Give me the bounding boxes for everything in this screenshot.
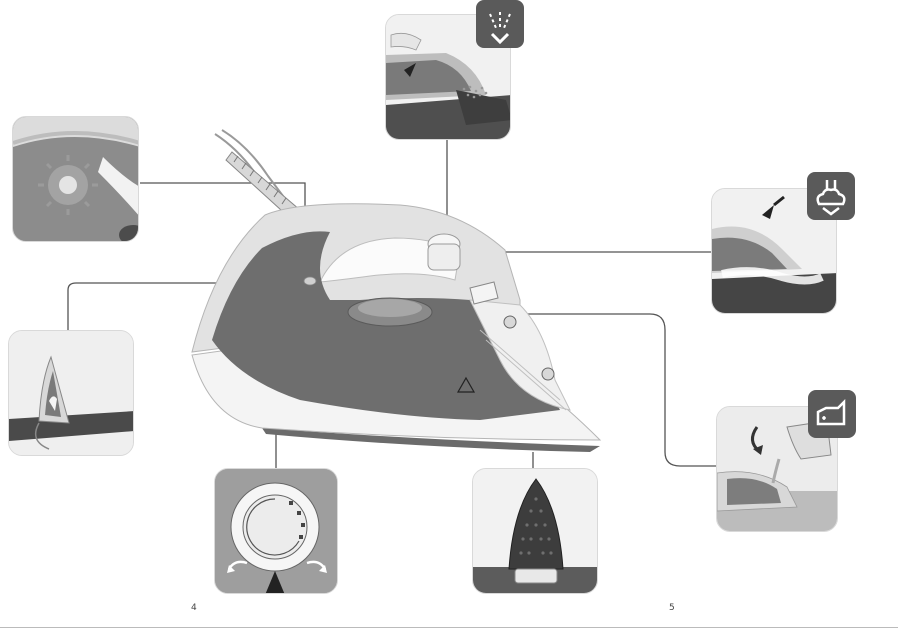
page-number-right: 5: [669, 603, 675, 613]
water-fill-scene: [717, 407, 837, 531]
panel-heel-rest: [8, 330, 134, 456]
panel-water-fill: [716, 406, 838, 532]
page-number-left: 4: [191, 603, 197, 613]
panel-thermostat-light: [12, 116, 139, 242]
iron-body: [191, 203, 602, 452]
soleplate-scene: [473, 469, 597, 593]
page-bottom-rule: [0, 627, 898, 628]
leader-water-fill: [515, 313, 716, 467]
panel-soleplate: [472, 468, 598, 594]
power-cord: [214, 129, 301, 221]
steam-burst-icon: [807, 172, 855, 220]
heel-rest-scene: [9, 331, 133, 455]
thermostat-light-detail: [13, 117, 138, 241]
water-fill-icon: [808, 390, 856, 438]
temperature-dial-scene: [215, 469, 337, 593]
leader-heel-rest: [67, 282, 235, 330]
spray-icon: [476, 0, 524, 48]
panel-temperature-dial: [214, 468, 338, 594]
